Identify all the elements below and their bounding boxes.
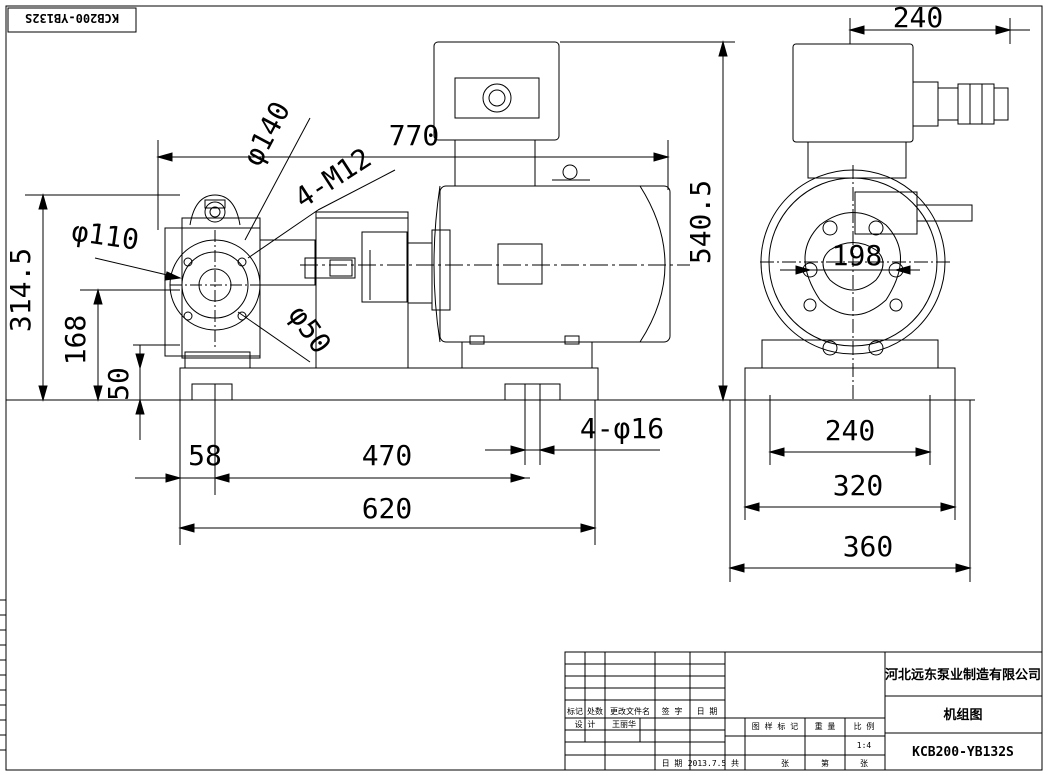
dim-320: 320 [833,469,884,502]
side-base [744,367,956,401]
tb-page: 第 [821,758,829,768]
tb-date-label: 日 期 [662,759,683,768]
tb-design: 设 计 [575,719,596,729]
motor-terminal-box [433,41,560,141]
tb-sheet-2: 张 [860,759,868,768]
tb-designer-name: 王丽华 [612,719,636,729]
dim-360: 360 [843,530,894,563]
pump-body [164,194,356,369]
side-pump-casing [804,212,901,316]
base-foot-right [504,383,561,401]
motor [300,41,690,369]
dim-phi50: φ50 [282,299,338,359]
tb-drawing-name: 机组图 [943,707,982,723]
left-dimension-lines [25,193,180,440]
m12-leader [247,209,319,259]
tb-count: 处数 [587,706,603,716]
dim-540-5: 540.5 [684,180,717,264]
dim-470: 470 [362,439,413,472]
tb-sheet: 张 [781,759,789,768]
tb-scale-head: 比 例 [854,721,875,731]
tb-weight: 重 量 [815,721,836,731]
dim-620: 620 [362,492,413,525]
tb-company: 河北远东泵业制造有限公司 [885,667,1041,683]
dim-240-top: 240 [893,1,944,34]
tb-total: 共 [731,759,739,768]
drawing-border [5,5,1043,771]
dim-314-5: 314.5 [4,248,37,332]
base-foot-left [191,383,233,401]
front-view [6,40,735,545]
dim-240-bottom: 240 [825,414,876,447]
lifting-eye [562,164,578,180]
dim-58: 58 [188,439,222,472]
edge-ticks [0,599,6,751]
motor-nameplate [497,243,543,285]
dim-phi110: φ110 [70,215,141,257]
tb-sign: 签 字 [662,706,683,716]
dim-50: 50 [102,367,135,401]
title-block-text: 标记 处数 更改文件名 签 字 日 期 设 计 王丽华 图 样 标 记 重 量 … [567,667,1041,768]
dim-770: 770 [389,119,440,152]
dim-4-phi16: 4-φ16 [580,412,664,445]
dim-168: 168 [59,315,92,366]
tb-stage-mark: 图 样 标 记 [752,721,798,731]
dimension-labels: 240 770 540.5 314.5 168 50 φ140 φ110 4-M… [4,1,943,563]
tb-mark: 标记 [567,706,583,716]
tb-change-doc: 更改文件名 [610,706,650,716]
coupling-guard [315,211,433,369]
drawing-code-mirrored: KCB200-YB132S [25,11,119,25]
tb-scale: 1:4 [857,741,872,750]
side-view [728,18,1030,582]
dim-198: 198 [832,239,883,272]
tb-date: 2013.7.5 [688,759,727,768]
title-block [564,651,1043,771]
code-box [7,7,137,33]
dim-4-m12: 4-M12 [288,141,377,215]
tb-drawing-number: KCB200-YB132S [912,745,1014,760]
side-terminal-box [792,43,914,143]
tb-date-head: 日 期 [697,707,718,716]
